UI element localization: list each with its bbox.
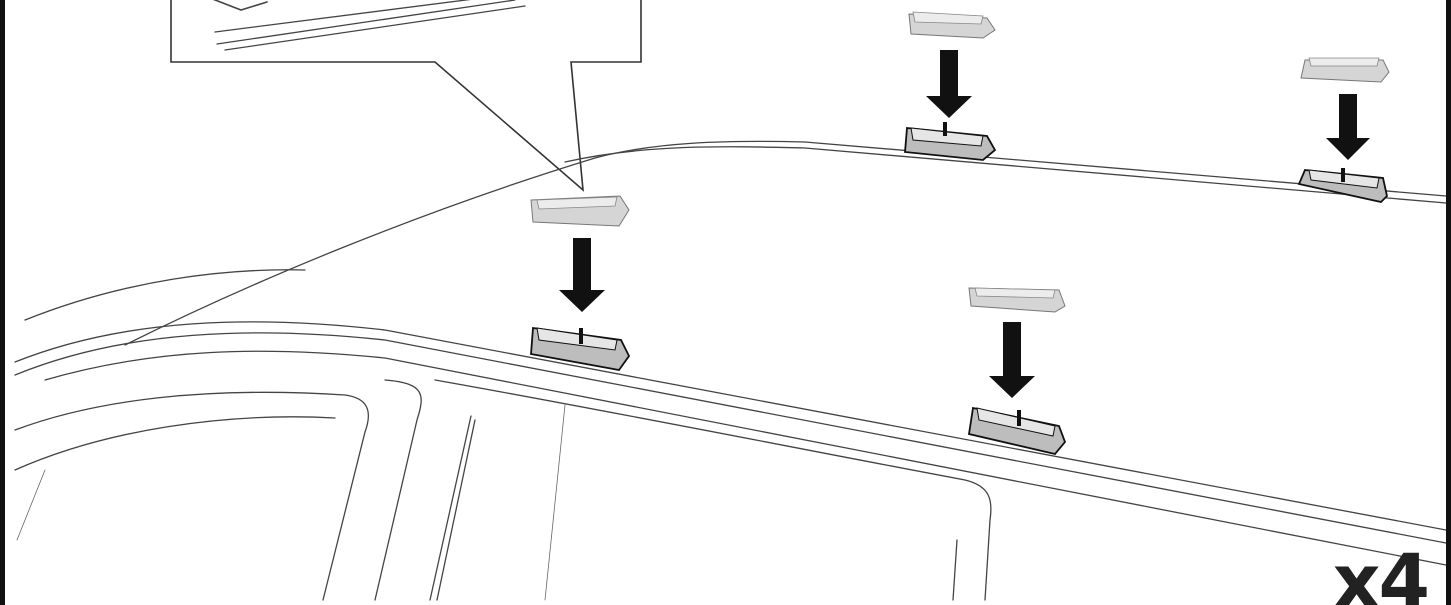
foot-pad-front-left: [530, 195, 630, 227]
down-arrow-icon: [559, 238, 605, 312]
mounted-foot-front-left: [530, 326, 631, 371]
foot-pad-rear-left: [908, 11, 996, 39]
down-arrow-icon: [1326, 94, 1370, 160]
foot-pad-front-right: [968, 287, 1066, 313]
car-roof-illustration: [14, 0, 1446, 601]
foot-pad-rear-right: [1300, 57, 1390, 83]
mounted-foot-rear-left: [904, 122, 997, 161]
quantity-label: x4: [1332, 539, 1430, 605]
near-roof-rail: [14, 321, 1446, 531]
down-arrows: [559, 50, 1370, 398]
callout-bubble: [170, 0, 642, 192]
mounted-foot-rear-right: [1297, 168, 1388, 203]
mounted-foot-front-right: [967, 406, 1067, 456]
down-arrow-icon: [926, 50, 972, 118]
down-arrow-icon: [989, 322, 1035, 398]
rear-window: [434, 379, 992, 601]
front-window: [14, 391, 369, 601]
